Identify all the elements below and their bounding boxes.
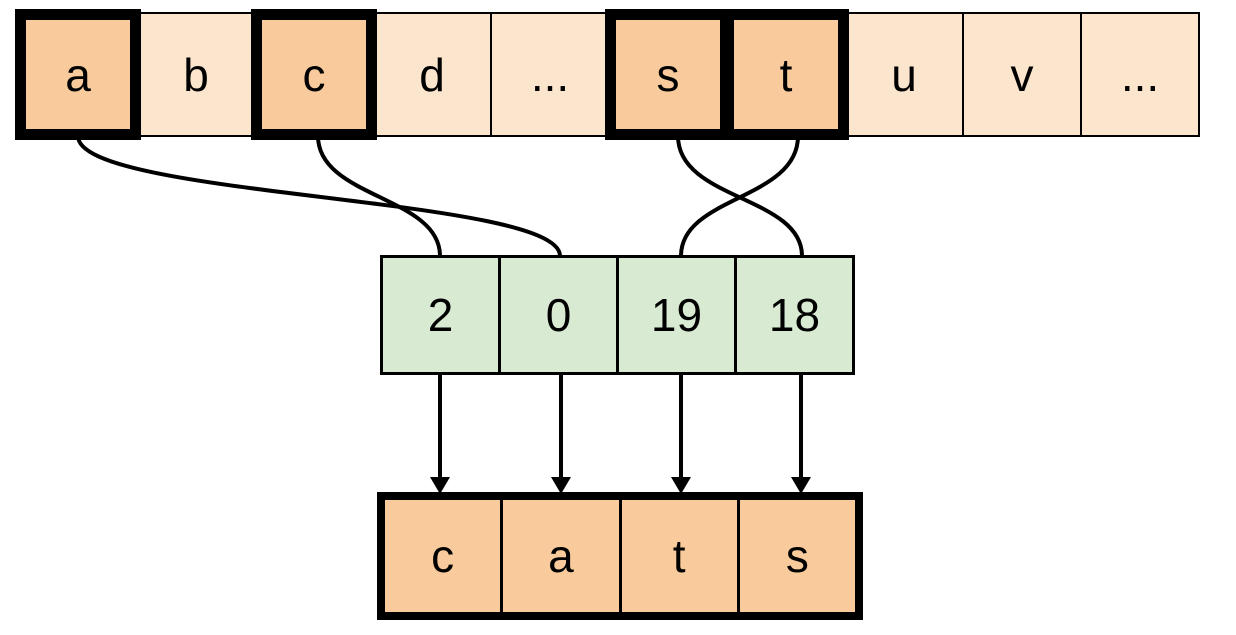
index-cell-1: 0 [498, 255, 619, 375]
alphabet-cell-ellipsis-2: ... [1080, 12, 1200, 137]
alphabet-cell-c: c [251, 9, 377, 140]
alphabet-cell-ellipsis-1: ... [490, 12, 610, 137]
index-cell-0: 2 [380, 255, 501, 375]
alphabet-cell-s: s [605, 9, 731, 140]
connector-curve-a-to-0 [76, 135, 562, 257]
word-cell-1: a [500, 500, 618, 612]
alphabet-cell-u: u [844, 12, 964, 137]
alphabet-cell-a: a [15, 9, 141, 140]
alphabet-cell-b: b [136, 12, 256, 137]
word-cell-0: c [431, 530, 455, 582]
alphabet-cell-v: v [962, 12, 1082, 137]
index-array: 2 0 19 18 [380, 255, 855, 375]
output-word-array: c a t s [377, 492, 863, 620]
connector-curve-s-to-18 [676, 135, 804, 257]
index-cell-3: 18 [734, 255, 855, 375]
alphabet-cell-d: d [372, 12, 492, 137]
index-cell-2: 19 [616, 255, 737, 375]
connector-curve-t-to-19 [679, 135, 800, 257]
word-cell-3: s [736, 500, 855, 612]
alphabet-array: a b c d ... s t u v ... [15, 9, 1200, 140]
alphabet-cell-t: t [723, 9, 849, 140]
connector-curve-c-to-2 [316, 135, 442, 257]
word-cell-2: t [618, 500, 737, 612]
